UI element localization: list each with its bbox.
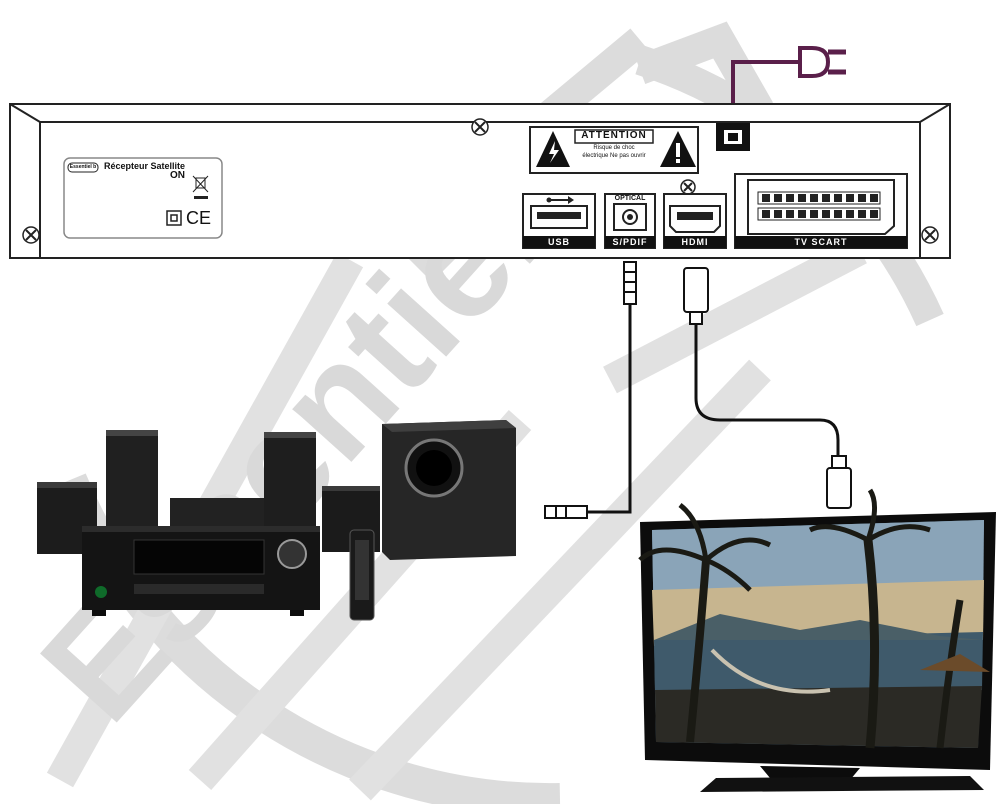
ce-mark: CE <box>186 208 212 228</box>
spdif-port-label: S/PDIF <box>605 236 655 248</box>
optical-cable <box>544 261 637 519</box>
screw-icon <box>921 226 939 244</box>
home-cinema-system <box>37 420 516 621</box>
label-brand: Essentiel b <box>69 164 97 170</box>
receiver-back-panel <box>9 103 951 259</box>
usb-port-label: USB <box>523 236 595 248</box>
warning-title: ATTENTION <box>581 130 647 141</box>
label-on: ON <box>170 170 185 181</box>
lightning-warning-icon <box>536 131 570 167</box>
warning-line1: Risque de choc <box>593 145 635 151</box>
screw-icon <box>22 226 40 244</box>
power-cable <box>731 46 846 123</box>
usb-icon <box>546 196 574 204</box>
scart-port-label: TV SCART <box>735 236 907 248</box>
hdmi-port-label: HDMI <box>664 236 726 248</box>
warning-line2: électrique Ne pas ouvrir <box>582 153 646 159</box>
flat-screen-tv <box>638 488 996 792</box>
exclamation-warning-icon <box>660 131 696 167</box>
screw-icon <box>680 179 696 195</box>
double-insulation-icon <box>166 210 182 226</box>
screw-icon <box>471 118 489 136</box>
label-title: Récepteur Satellite <box>104 161 186 171</box>
optical-port-label: OPTICAL <box>614 195 646 202</box>
hdmi-cable <box>683 267 852 509</box>
scart-pins <box>757 191 881 221</box>
recycle-bin-icon <box>192 175 209 199</box>
